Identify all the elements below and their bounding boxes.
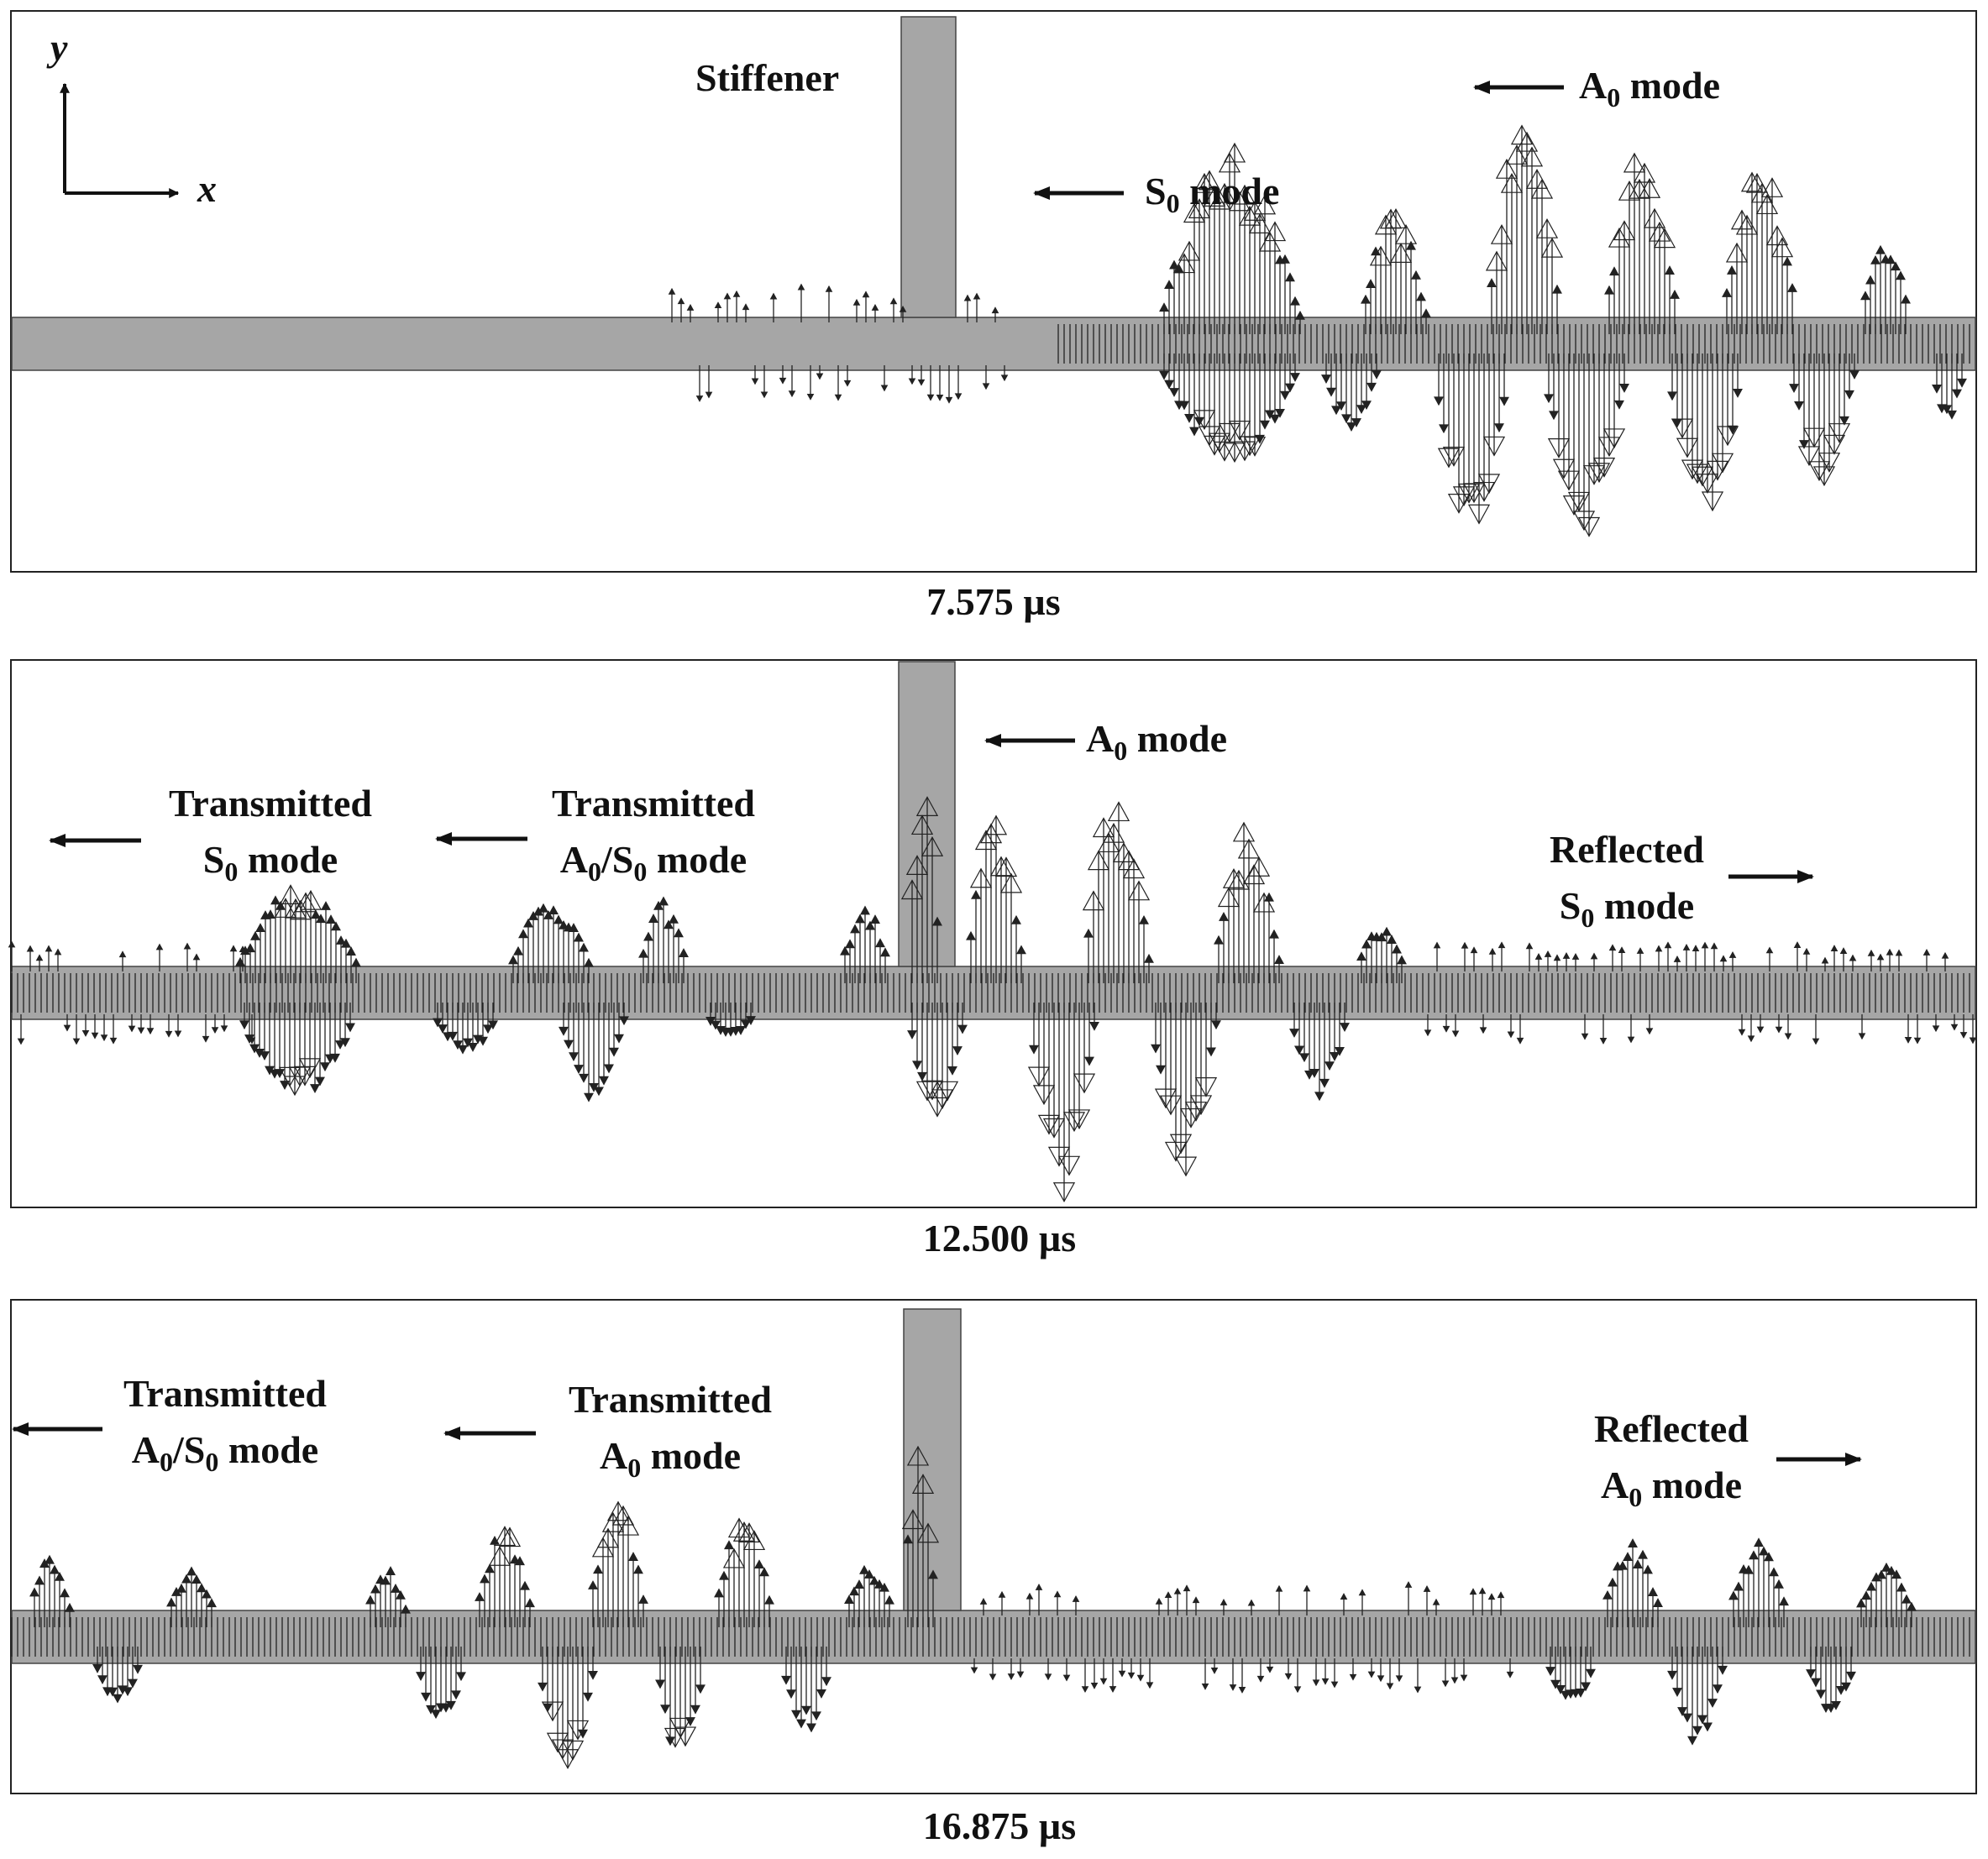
- label-s0-mode: S0 mode: [1033, 170, 1279, 218]
- coordinate-axes: y x: [46, 26, 217, 210]
- panel-frame: [10, 10, 1977, 573]
- svg-text:A0 mode: A0 mode: [1086, 717, 1227, 766]
- stiffener: [900, 16, 957, 318]
- label-transmitted-a0-s0: Transmitted A0/S0 mode: [435, 782, 755, 887]
- panel-2: A0 mode Transmitted S0 mode Transmitted …: [8, 659, 1977, 1208]
- label-a0-mode: A0 mode: [984, 717, 1227, 766]
- svg-text:S0 mode: S0 mode: [1560, 884, 1694, 933]
- time-caption-2: 12.500 µs: [923, 1217, 1076, 1259]
- svg-text:A0/S0 mode: A0/S0 mode: [560, 838, 747, 887]
- label-transmitted-a0-s0: Transmitted A0/S0 mode: [12, 1372, 327, 1477]
- panel-3: Transmitted A0/S0 mode Transmitted A0 mo…: [10, 1299, 1977, 1794]
- label-transmitted-a0: Transmitted A0 mode: [443, 1378, 772, 1483]
- plate: [11, 317, 1976, 371]
- time-caption-3: 16.875 µs: [923, 1804, 1076, 1847]
- svg-text:Transmitted: Transmitted: [123, 1372, 327, 1415]
- x-axis-label: x: [197, 167, 217, 210]
- arrow-field: [11, 1445, 1970, 1770]
- svg-text:A0 mode: A0 mode: [600, 1434, 741, 1483]
- stiffener-label: Stiffener: [695, 56, 839, 99]
- label-reflected-a0: Reflected A0 mode: [1594, 1407, 1862, 1512]
- svg-text:S0 mode: S0 mode: [203, 838, 338, 887]
- arrow-field: [8, 796, 1977, 1203]
- label-transmitted-s0: Transmitted S0 mode: [49, 782, 372, 887]
- panel-frame: [10, 659, 1977, 1208]
- arrow-field: [668, 124, 1970, 537]
- svg-text:A0/S0 mode: A0/S0 mode: [132, 1428, 318, 1477]
- time-caption-1: 7.575 µs: [926, 580, 1060, 623]
- svg-text:Transmitted: Transmitted: [552, 782, 755, 825]
- svg-text:Transmitted: Transmitted: [569, 1378, 772, 1421]
- svg-text:Reflected: Reflected: [1594, 1407, 1749, 1450]
- svg-text:A0 mode: A0 mode: [1601, 1464, 1742, 1512]
- label-reflected-s0: Reflected S0 mode: [1550, 828, 1814, 933]
- panel-frame: [10, 1299, 1977, 1794]
- svg-text:Transmitted: Transmitted: [169, 782, 372, 825]
- svg-text:A0 mode: A0 mode: [1579, 64, 1720, 113]
- svg-text:S0 mode: S0 mode: [1145, 170, 1279, 218]
- stiffener: [903, 1308, 962, 1611]
- panel-1: y x Stiffener S0 mode A0 mode: [10, 10, 1977, 573]
- y-axis-label: y: [46, 26, 68, 69]
- svg-text:Reflected: Reflected: [1550, 828, 1704, 871]
- label-a0-mode: A0 mode: [1473, 64, 1720, 113]
